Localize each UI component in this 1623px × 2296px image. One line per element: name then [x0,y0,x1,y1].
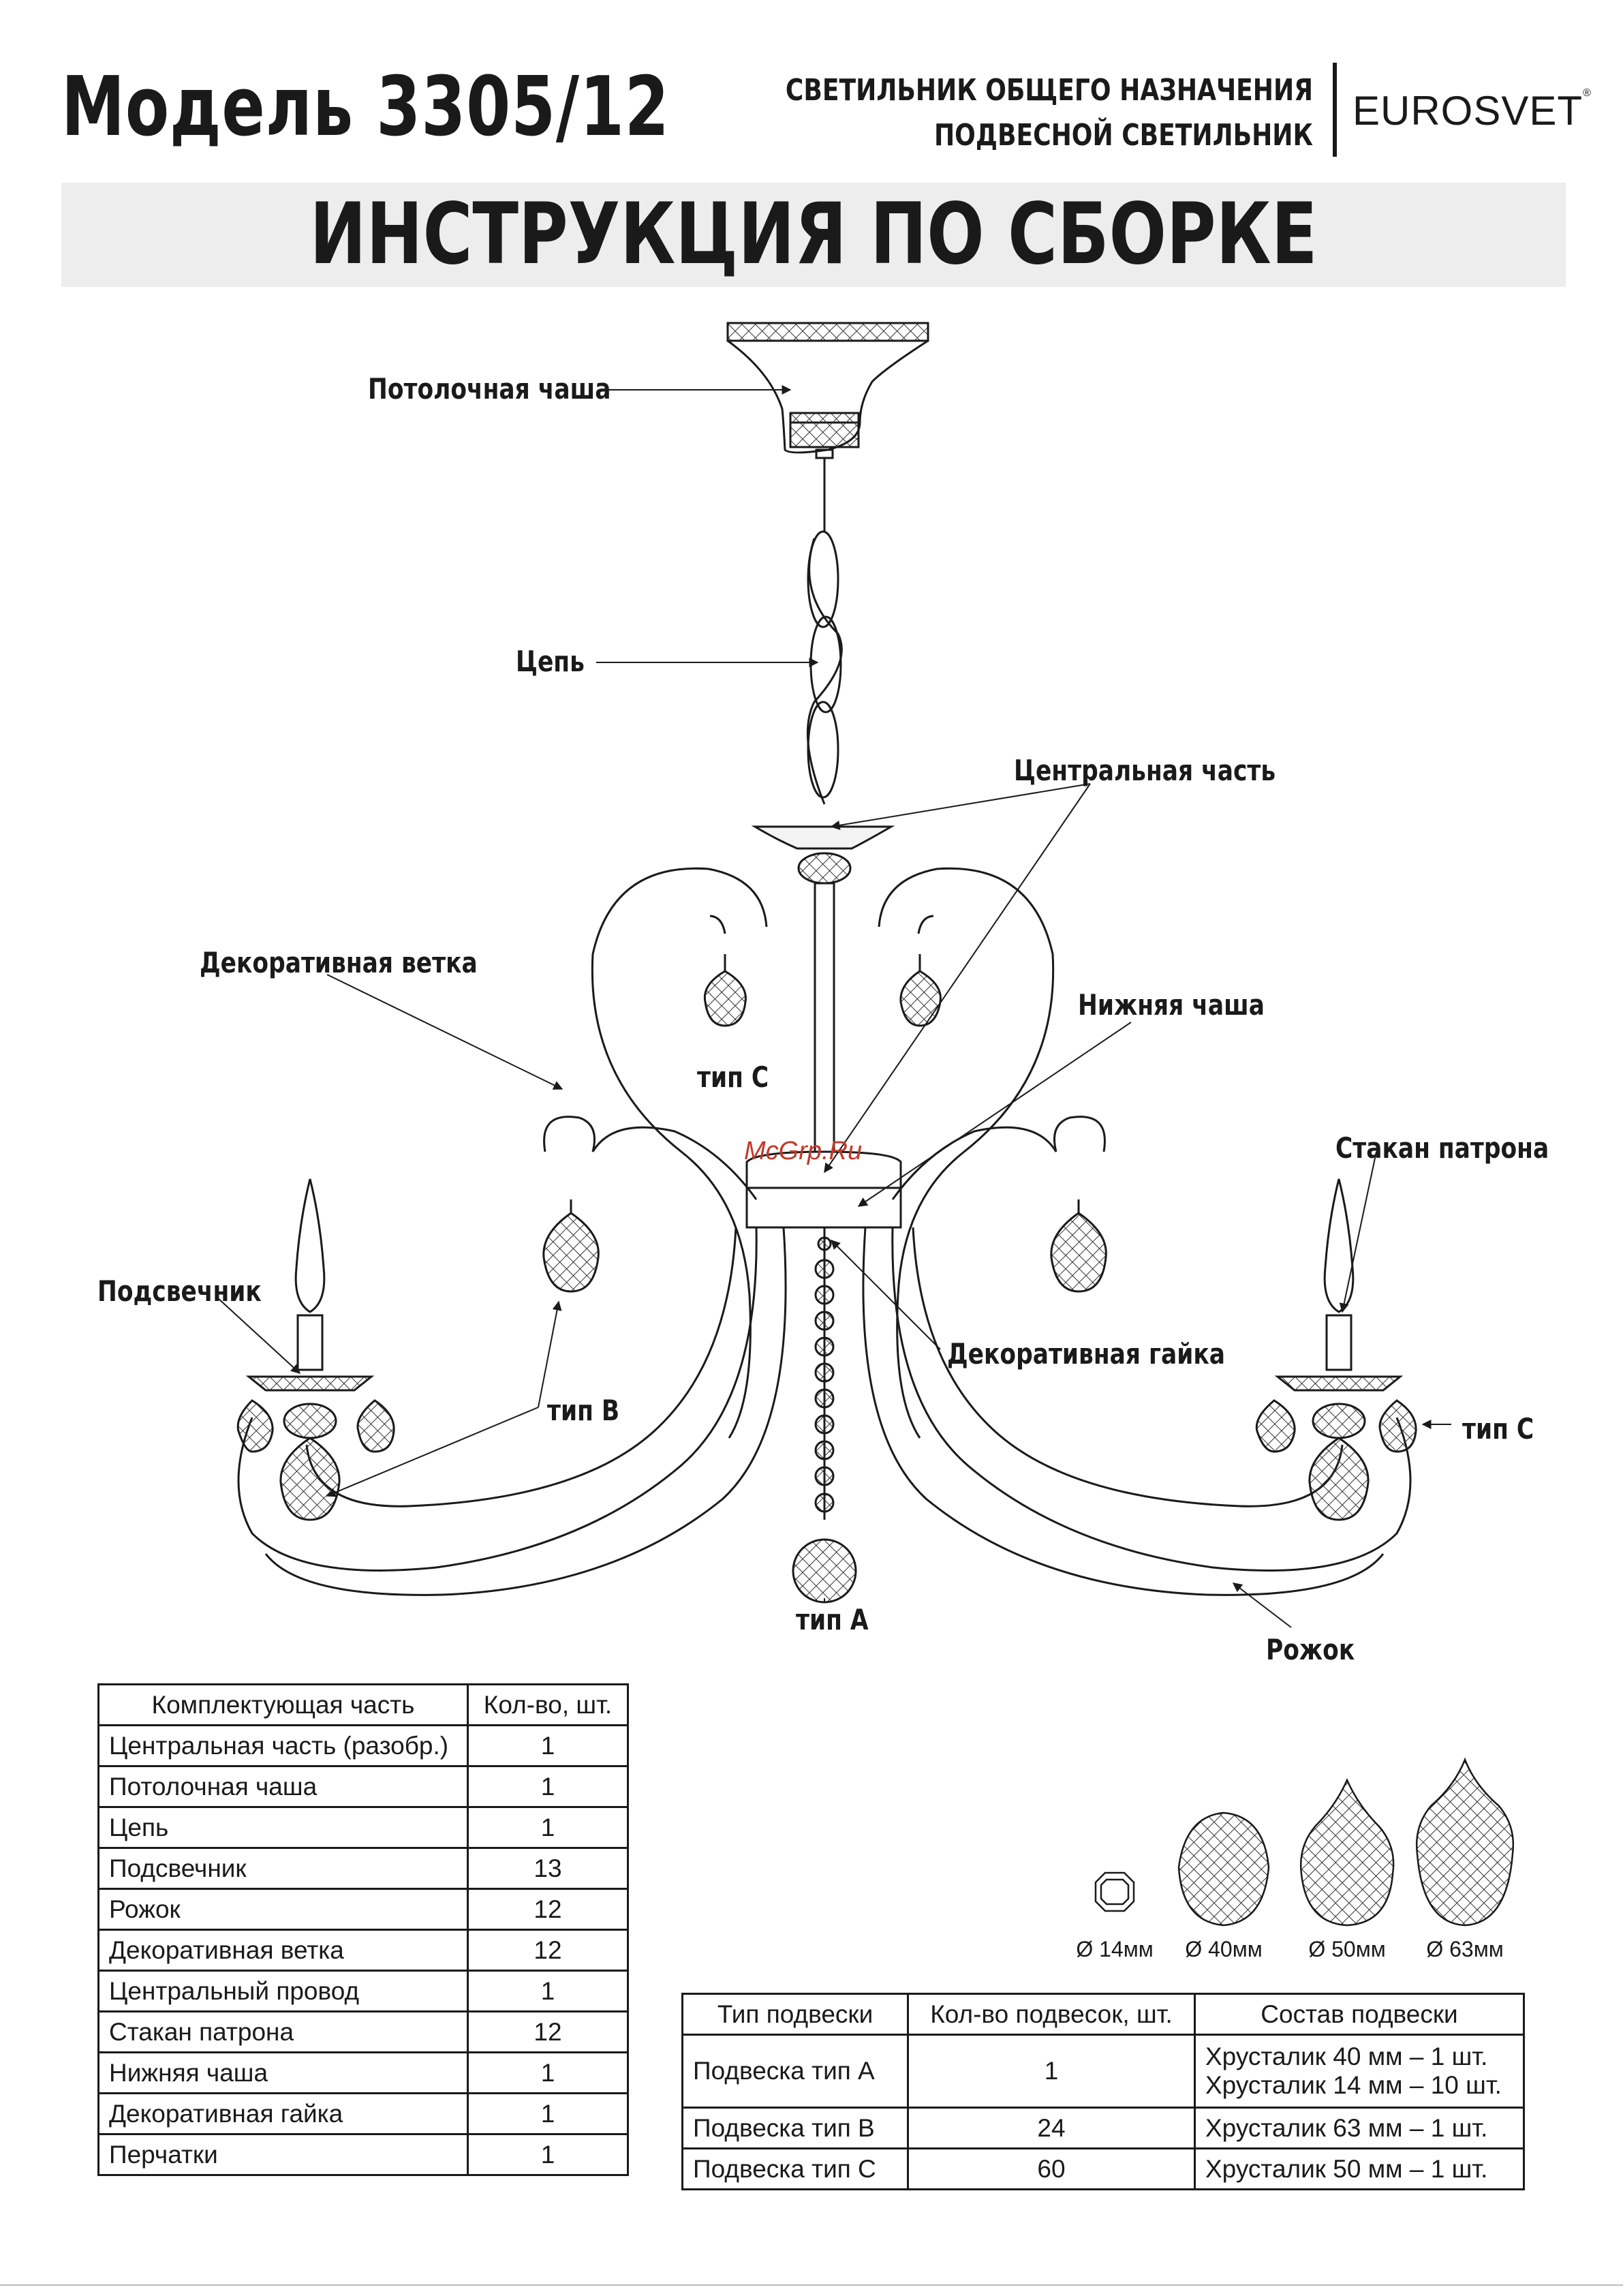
part-qty: 1 [467,1765,629,1808]
part-qty: 1 [467,1970,629,2012]
suspension-table-header: Тип подвески Кол-во подвесок, шт. Состав… [681,1993,1525,2036]
suspension-type: Подвеска тип А [681,2034,909,2109]
part-qty: 12 [467,1888,629,1931]
ceiling-cup-drawing [726,322,929,459]
leader-lines [217,385,1451,1628]
label-socket-cup: Стакан патрона [1335,1131,1549,1165]
suspension-composition: Хрусталик 63 мм – 1 шт. [1194,2107,1525,2149]
part-name: Потолочная чаша [97,1765,469,1808]
watermark: McGrp.Ru [744,1137,863,1165]
subtitle-line-1: СВЕТИЛЬНИК ОБЩЕГО НАЗНАЧЕНИЯ [785,73,1313,108]
composition-line: Хрусталик 14 мм – 10 шт. [1205,2071,1502,2099]
part-name: Цепь [97,1806,469,1849]
suspension-type: Подвеска тип В [681,2107,909,2149]
label-arm: Рожок [1266,1633,1355,1666]
label-lower-cup: Нижняя чаша [1078,988,1265,1022]
brand-logo: EUROSVET® [1352,87,1592,134]
instruction-title-band: ИНСТРУКЦИЯ ПО СБОРКЕ [61,183,1566,287]
crystal-label-40: Ø 40мм [1185,1937,1263,1961]
composition-line: Хрусталик 40 мм – 1 шт. [1205,2042,1488,2070]
label-decorative-branch: Декоративная ветка [200,946,478,979]
subtitle-line-2: ПОДВЕСНОЙ СВЕТИЛЬНИК [933,118,1313,153]
crystal-sizes-drawing [1094,1757,1514,1927]
header-composition: Состав подвески [1194,1993,1525,2036]
arms-drawing [237,1227,1412,1596]
parts-table-header: Комплектующая часть Кол-во, шт. [97,1683,629,1726]
crystal-label-50: Ø 50мм [1308,1937,1386,1961]
part-qty: 1 [467,1724,629,1767]
label-type-a: тип А [796,1603,869,1636]
label-type-c-right: тип С [1462,1412,1534,1445]
suspension-qty: 1 [907,2034,1196,2109]
part-name: Декоративная ветка [97,1929,469,1972]
header-part: Комплектующая часть [97,1683,469,1726]
suspension-qty: 24 [907,2107,1196,2149]
crystal-label-63: Ø 63мм [1426,1937,1504,1961]
label-decorative-nut: Декоративная гайка [947,1337,1225,1371]
part-name: Центральная часть (разобр.) [97,1724,469,1767]
suspension-composition: Хрусталик 40 мм – 1 шт. Хрусталик 14 мм … [1194,2034,1525,2109]
left-candle-drawing [236,1178,395,1521]
part-qty: 12 [467,1929,629,1972]
part-qty: 1 [467,2092,629,2135]
parts-table: Комплектующая часть Кол-во, шт. Централь… [97,1683,629,2176]
part-name: Стакан патрона [97,2010,469,2053]
part-name: Рожок [97,1888,469,1931]
label-chain: Цепь [516,645,585,678]
part-qty: 12 [467,2010,629,2053]
type-b-drops-middle [542,1199,1107,1293]
suspension-composition: Хрусталик 50 мм – 1 шт. [1194,2147,1525,2190]
part-name: Декоративная гайка [97,2092,469,2135]
type-c-drops-upper [703,954,942,1027]
label-ceiling-cup: Потолочная чаша [368,372,611,405]
label-central-part: Центральная часть [1014,754,1276,787]
product-subtitle: СВЕТИЛЬНИК ОБЩЕГО НАЗНАЧЕНИЯ ПОДВЕСНОЙ С… [786,68,1313,158]
part-qty: 1 [467,1806,629,1849]
label-candlestick: Подсвечник [97,1274,262,1308]
part-name: Перчатки [97,2133,469,2176]
table-row: Подвеска тип В 24 Хрусталик 63 мм – 1 шт… [681,2107,1525,2149]
label-type-c-top: тип С [697,1060,769,1094]
part-qty: 13 [467,1847,629,1890]
header-type: Тип подвески [681,1993,909,2036]
chain-drawing [806,530,843,805]
part-qty: 1 [467,2051,629,2094]
part-qty: 1 [467,2133,629,2176]
part-name: Нижняя чаша [97,2051,469,2094]
model-title: Модель 3305/12 [61,60,670,155]
part-name: Подсвечник [97,1847,469,1890]
central-part-drawing [745,825,902,1604]
crystal-label-14: Ø 14мм [1076,1937,1154,1961]
suspension-table: Тип подвески Кол-во подвесок, шт. Состав… [681,1993,1525,2190]
table-row: Подвеска тип С 60 Хрусталик 50 мм – 1 шт… [681,2147,1525,2190]
brand-name: EUROSVET [1352,88,1583,134]
upper-branches-drawing [543,867,1106,1439]
table-row: Центральная часть (разобр.)1 [97,1724,629,1767]
right-candle-drawing [1255,1178,1417,1521]
label-type-b: тип В [547,1394,620,1427]
header-qty: Кол-во, шт. [467,1683,629,1726]
brand-divider [1333,63,1337,157]
table-row: Подвеска тип А 1 Хрусталик 40 мм – 1 шт.… [681,2034,1525,2109]
header-count: Кол-во подвесок, шт. [907,1993,1196,2036]
suspension-qty: 60 [907,2147,1196,2190]
suspension-type: Подвеска тип С [681,2147,909,2190]
instruction-title: ИНСТРУКЦИЯ ПО СБОРКЕ [309,185,1318,284]
registered-mark: ® [1583,87,1592,99]
part-name: Центральный провод [97,1970,469,2012]
